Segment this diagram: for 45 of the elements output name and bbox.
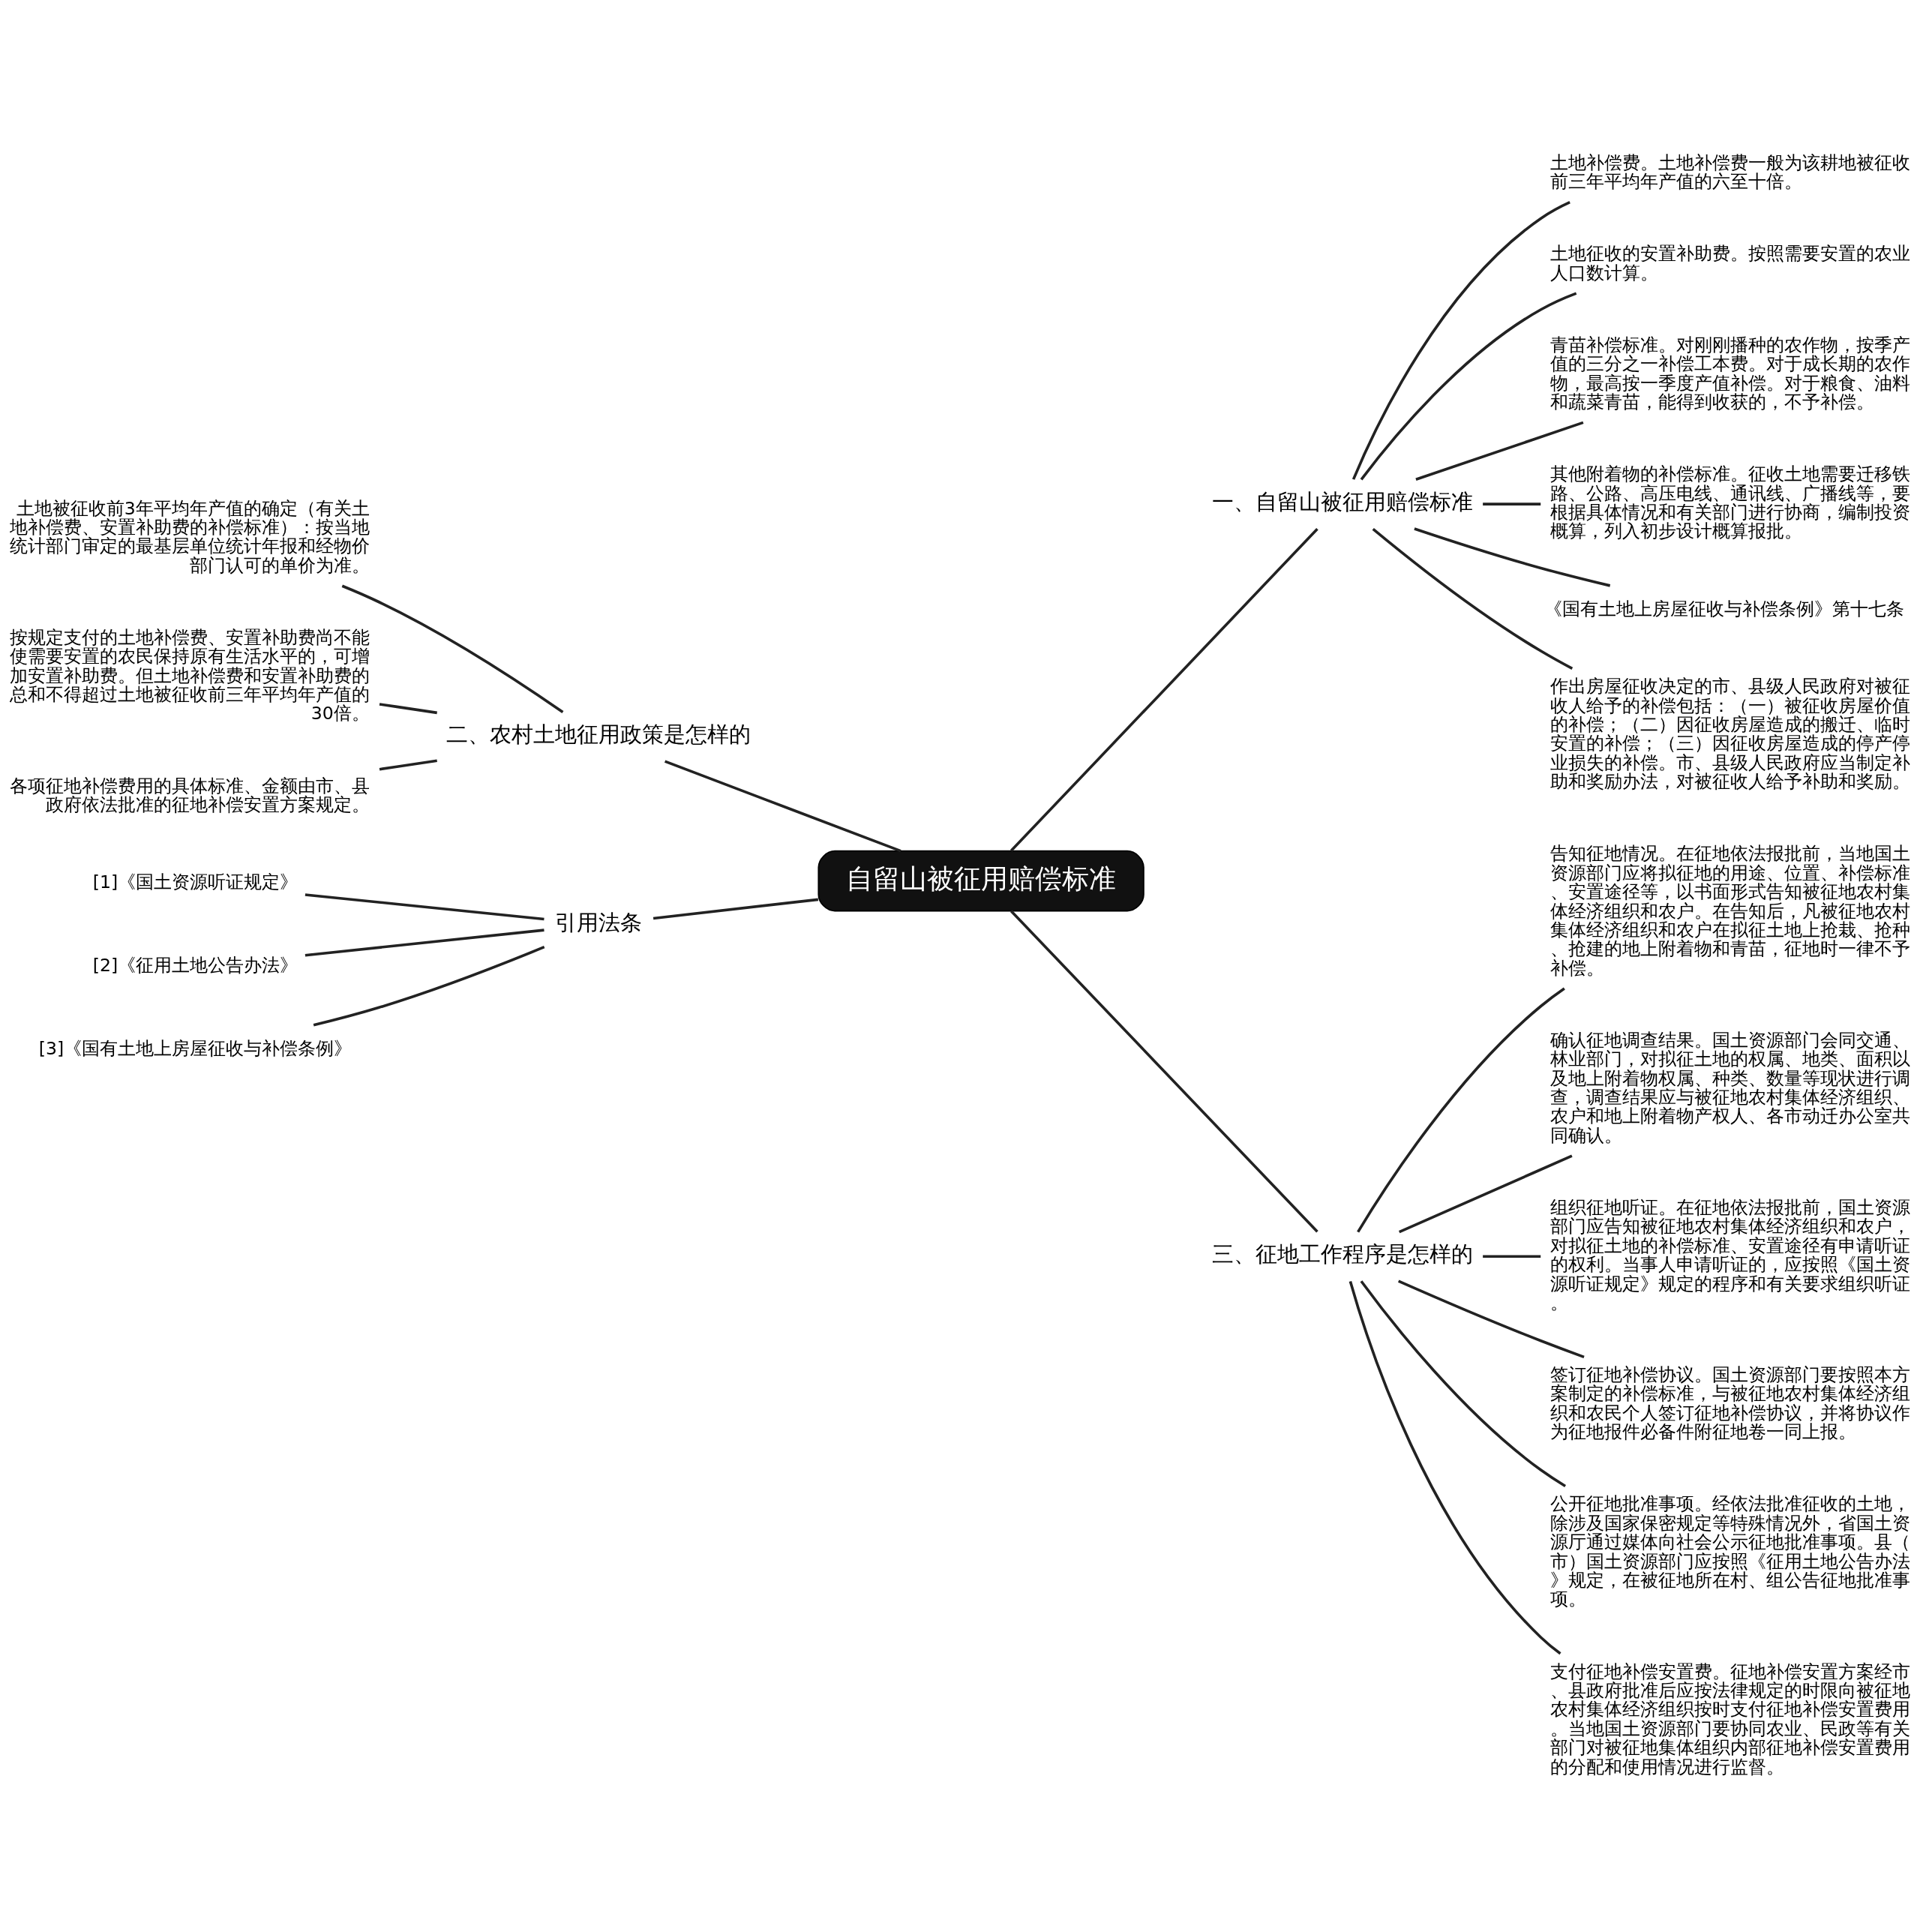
node-box: 自留山被征用赔偿标准 [818,850,1144,912]
connector [1360,1280,1567,1488]
connector [379,759,437,771]
connector [664,760,902,853]
connector [341,584,564,714]
node-text: 《国有土地上房屋征收与补偿条例》第十七条 [1544,598,1905,620]
node-text: 一、自留山被征用赔偿标准 [1211,489,1473,515]
node-text: 其他附着物的补偿标准。征收土地需要迁移铁路、公路、高压电线、通讯线、广播线等，要根据具体情况和有关部门进行协商，编制投资概算，列入初步设计概算报批。 [1550,464,1911,542]
connector [652,898,819,920]
node-text: 土地补偿费。土地补偿费一般为该耕地被征收前三年平均年产值的六至十倍。 [1550,152,1911,193]
node-text: 二、农村土地征用政策是怎样的 [446,722,752,748]
node-text: 青苗补偿标准。对刚刚播种的农作物，按季产值的三分之一补偿工本费。对于成长期的农作物，最高按一季度产值补偿。对于粮食、油料和蔬菜青苗，能得到收获的，不予补偿。 [1550,334,1911,413]
connector [1483,1255,1541,1258]
connector [1397,1280,1585,1359]
node-text: [2]《征用土地公告办法》 [92,955,298,976]
node-text: 土地征收的安置补助费。按照需要安置的农业人口数计算。 [1550,243,1911,284]
node-text: 引用法条 [555,909,643,935]
node-text: 签订征地补偿协议。国土资源部门要按照本方案制定的补偿标准，与被征地农村集体经济组织和农民个人签订征地补偿协议，并将协议作为征地报件必备件附征地卷一同上报。 [1550,1364,1911,1443]
node-text: 支付征地补偿安置费。征地补偿安置方案经市、县政府批准后应按法律规定的时限向被征地农村集体经济组织按时支付征地补偿安置费用。当地国土资源部门要协同农业、民政等有关部门对被征地集体组织内部征地补偿安置费用的分配和使用情况进行监督。 [1550,1660,1911,1778]
connector [1398,1154,1573,1234]
connector [1360,292,1577,481]
connector [1483,502,1541,506]
connector [304,928,544,957]
node-text: [1]《国土资源听证规定》 [92,872,298,893]
connector [379,703,437,715]
connector [1010,910,1318,1233]
node-text: 告知征地情况。在征地依法报批前，当地国土资源部门应将拟征地的用途、位置、补偿标准、安置途径等，以书面形式告知被征地农村集体经济组织和农户。在告知后，凡被征地农村集体经济组织和农户在拟征土地上抢栽、抢种、抢建的地上附着物和青苗，征地时一律不予补偿。 [1550,843,1911,979]
node-text: 按规定支付的土地补偿费、安置补助费尚不能使需要安置的农民保持原有生活水平的，可增加安置补助费。但土地补偿费和安置补助费的总和不得超过土地被征收前三年平均年产值的30倍。 [9,626,370,724]
connector [1352,201,1570,480]
connector [1414,527,1611,587]
node-text: 公开征地批准事项。经依法批准征收的土地，除涉及国家保密规定等特殊情况外，省国土资源厅通过媒体向社会公示征地批准事项。县（市）国土资源部门应按照《征用土地公告办法》规定，在被征地所在村、组公告征地批准事项。 [1550,1493,1911,1610]
node-text: 组织征地听证。在征地依法报批前，国土资源部门应告知被征地农村集体经济组织和农户，对拟征土地的补偿标准、安置途径有申请听证的权利。当事人申请听证的，应按照《国土资源听证规定》规定的程序和有关要求组织听证。 [1550,1196,1911,1313]
node-text: 作出房屋征收决定的市、县级人民政府对被征收人给予的补偿包括：（一）被征收房屋价值的补偿；（二）因征收房屋造成的搬迁、临时安置的补偿；（三）因征收房屋造成的停产停业损失的补偿。市、县级人民政府应当制定补助和奖励办法，对被征收人给予补助和奖励。 [1550,676,1911,793]
connector [1010,527,1318,852]
connector [304,893,544,921]
connector [1348,1280,1562,1655]
node-text: 土地被征收前3年平均年产值的确定（有关土地补偿费、安置补助费的补偿标准）：按当地统计部门审定的最基层单位统计年报和经物价部门认可的单价为准。 [9,497,370,576]
node-text: 确认征地调查结果。国土资源部门会同交通、林业部门，对拟征土地的权属、地类、面积以及地上附着物权属、种类、数量等现状进行调查，调查结果应与被征地农村集体经济组织、农户和地上附着物产权人、各市动迁办公室共同确认。 [1550,1029,1911,1146]
connector [313,946,545,1027]
connector [1415,421,1584,482]
connector [1357,987,1565,1233]
node-text: 各项征地补偿费用的具体标准、金额由市、县政府依法批准的征地补偿安置方案规定。 [9,775,370,816]
node-text: 三、征地工作程序是怎样的 [1211,1241,1473,1268]
connector [1372,528,1574,670]
node-text: [3]《国有土地上房屋征收与补偿条例》 [38,1037,352,1059]
